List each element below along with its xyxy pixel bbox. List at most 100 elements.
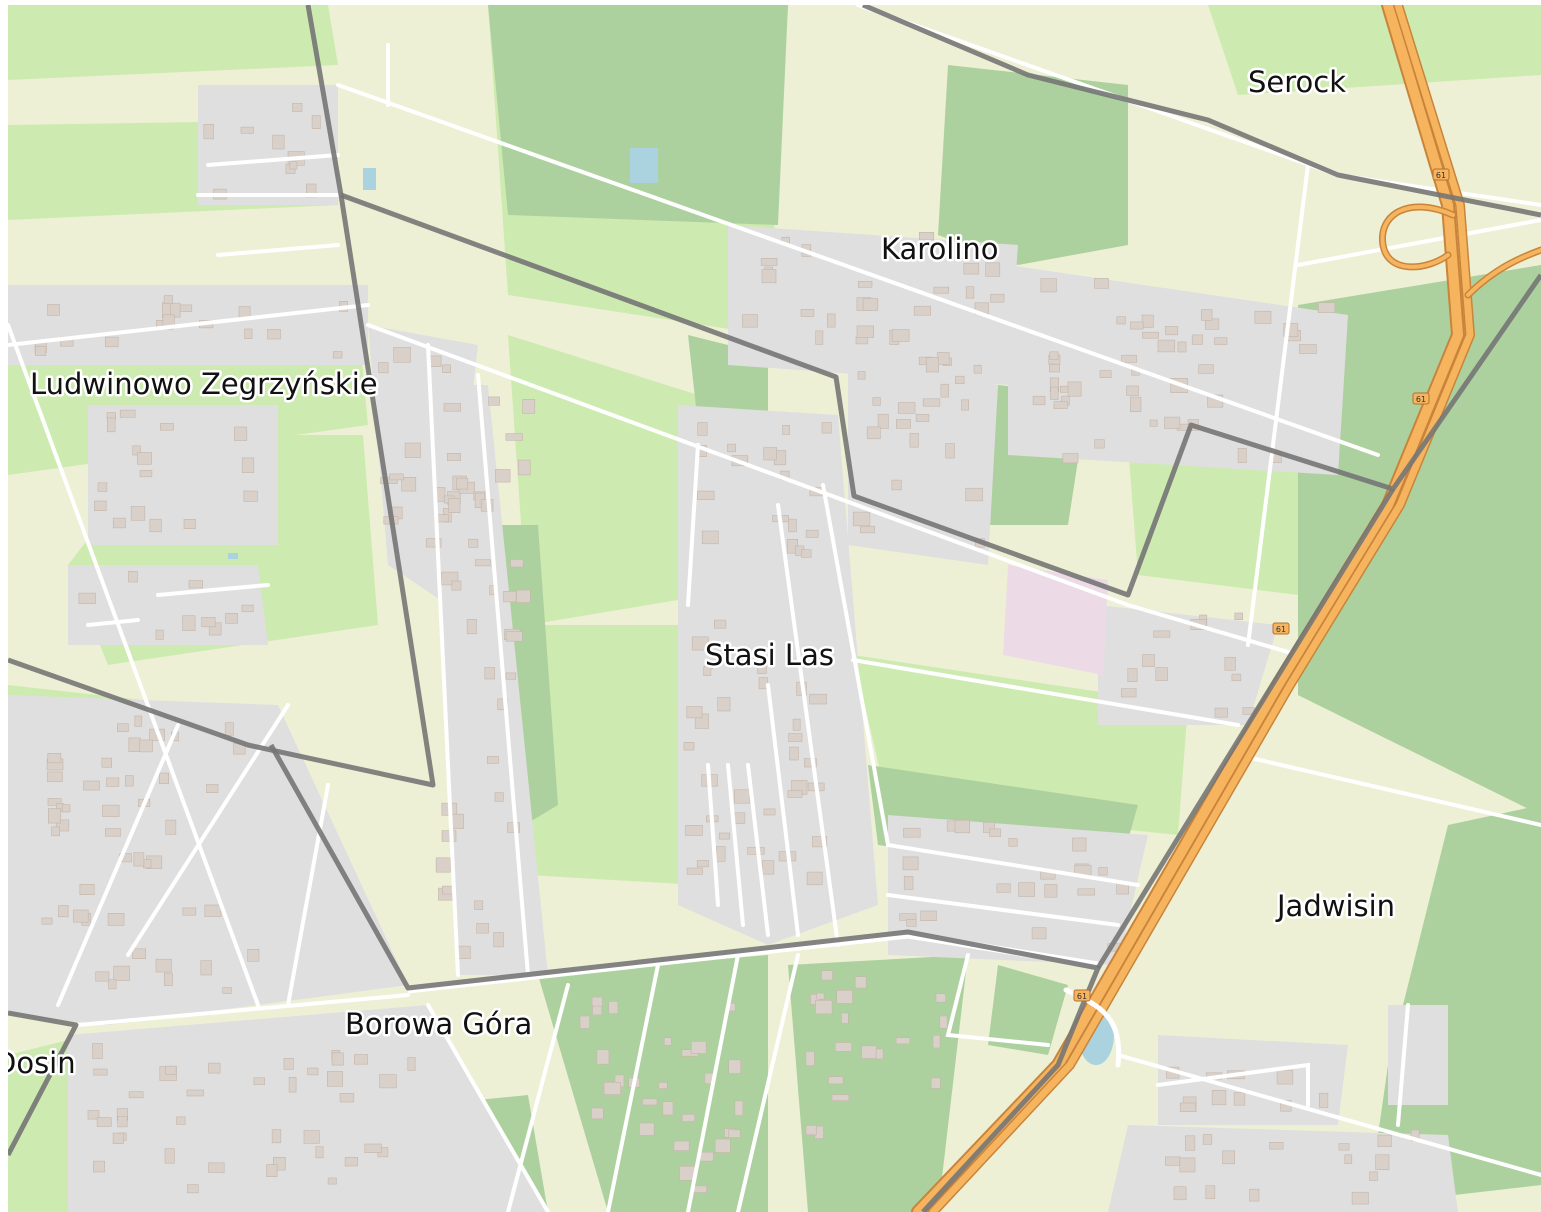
building-footprint [816, 992, 825, 1000]
building-footprint [522, 398, 536, 414]
building-footprint [1032, 395, 1046, 406]
building-footprint [137, 452, 152, 465]
building-footprint [862, 298, 879, 311]
building-footprint [985, 262, 1001, 277]
building-footprint [1149, 419, 1158, 427]
building-footprint [579, 1015, 590, 1029]
building-footprint [1040, 278, 1057, 293]
place-label-borowa-gora[interactable]: Borowa Góra [343, 1005, 535, 1044]
building-footprint [130, 506, 146, 521]
place-label-dosin[interactable]: Dosin [8, 1044, 78, 1083]
building-footprint [484, 667, 495, 680]
building-footprint [922, 398, 941, 407]
building-footprint [891, 329, 910, 342]
building-footprint [272, 134, 285, 150]
building-footprint [692, 1185, 707, 1193]
building-footprint [1318, 302, 1336, 313]
building-footprint [128, 1091, 144, 1099]
building-footprint [603, 1082, 621, 1095]
building-footprint [803, 758, 817, 768]
building-footprint [973, 364, 982, 374]
admin-boundaries [8, 5, 1541, 1212]
building-footprint [234, 426, 248, 441]
building-footprint [486, 755, 499, 764]
building-footprint [315, 1146, 324, 1159]
building-footprint [639, 1122, 655, 1136]
place-label-karolino[interactable]: Karolino [879, 230, 1002, 269]
building-footprint [505, 672, 517, 680]
building-footprint [1177, 341, 1187, 353]
building-footprint [857, 280, 873, 288]
building-footprint [107, 912, 125, 926]
building-footprint [176, 1116, 186, 1125]
building-footprint [965, 286, 975, 299]
building-footprint [1098, 867, 1108, 876]
building-footprint [47, 808, 61, 824]
building-footprint [1155, 667, 1168, 681]
building-footprint [429, 355, 442, 367]
building-footprint [47, 752, 62, 764]
building-footprint [183, 518, 196, 529]
building-footprint [225, 612, 238, 624]
building-footprint [404, 442, 421, 458]
building-footprint [510, 559, 524, 568]
building-footprint [1072, 837, 1087, 852]
building-footprint [902, 856, 919, 871]
building-footprint [1077, 888, 1096, 896]
building-footprint [717, 697, 731, 712]
building-footprint [105, 828, 121, 837]
building-footprint [389, 473, 404, 481]
road-ref-shield [1272, 622, 1290, 635]
building-footprint [35, 346, 47, 356]
building-footprint [1121, 688, 1137, 698]
place-label-stasi-las[interactable]: Stasi Las [703, 636, 837, 675]
building-footprint [204, 904, 222, 917]
building-footprint [133, 852, 145, 867]
building-footprint [266, 1164, 278, 1178]
place-label-ludwinowo-zegrzynskie[interactable]: Ludwinowo Zegrzyńskie [28, 365, 381, 404]
road-ref-label: 61 [1276, 625, 1286, 634]
building-footprint [93, 1068, 108, 1076]
building-footprint [393, 347, 411, 363]
building-footprint [271, 1129, 282, 1144]
road-ref-shields: 61 61 61 61 [1073, 168, 1450, 1002]
building-footprint [55, 819, 70, 832]
building-footprint [105, 336, 119, 348]
building-footprint [801, 549, 812, 558]
building-footprint [782, 424, 790, 435]
building-footprint [703, 666, 712, 676]
map-viewport[interactable]: 61 61 61 61 Serock Karolino Ludwinowo Ze… [8, 5, 1541, 1212]
building-footprint [1044, 884, 1058, 898]
building-footprint [132, 445, 141, 456]
building-footprint [102, 804, 120, 817]
building-footprint [200, 960, 212, 976]
building-footprint [170, 302, 181, 318]
building-footprint [920, 910, 937, 921]
building-footprint [112, 1132, 124, 1144]
building-footprint [1179, 1157, 1196, 1173]
building-footprint [253, 1077, 265, 1085]
building-footprint [476, 923, 489, 934]
building-footprint [918, 232, 934, 241]
building-footprint [897, 402, 916, 414]
building-footprint [805, 1051, 815, 1067]
building-footprint [339, 1093, 355, 1103]
building-footprint [1173, 1186, 1187, 1201]
building-footprint [591, 1107, 604, 1120]
building-footprint [1222, 1150, 1235, 1165]
building-footprint [1153, 630, 1171, 638]
building-footprint [475, 559, 491, 567]
building-footprint [1126, 385, 1139, 396]
building-footprint [241, 604, 254, 613]
building-footprint [1254, 310, 1272, 324]
place-label-serock[interactable]: Serock [1246, 63, 1349, 102]
building-footprint [87, 1110, 100, 1120]
building-footprint [327, 1177, 337, 1185]
building-footprint [380, 477, 398, 484]
building-footprint [1130, 396, 1142, 413]
building-footprint [1185, 1135, 1196, 1151]
building-footprint [288, 1077, 297, 1093]
building-footprint [95, 971, 110, 982]
road-ref-label: 61 [1436, 171, 1446, 180]
place-label-jadwisin[interactable]: Jadwisin [1273, 887, 1398, 926]
